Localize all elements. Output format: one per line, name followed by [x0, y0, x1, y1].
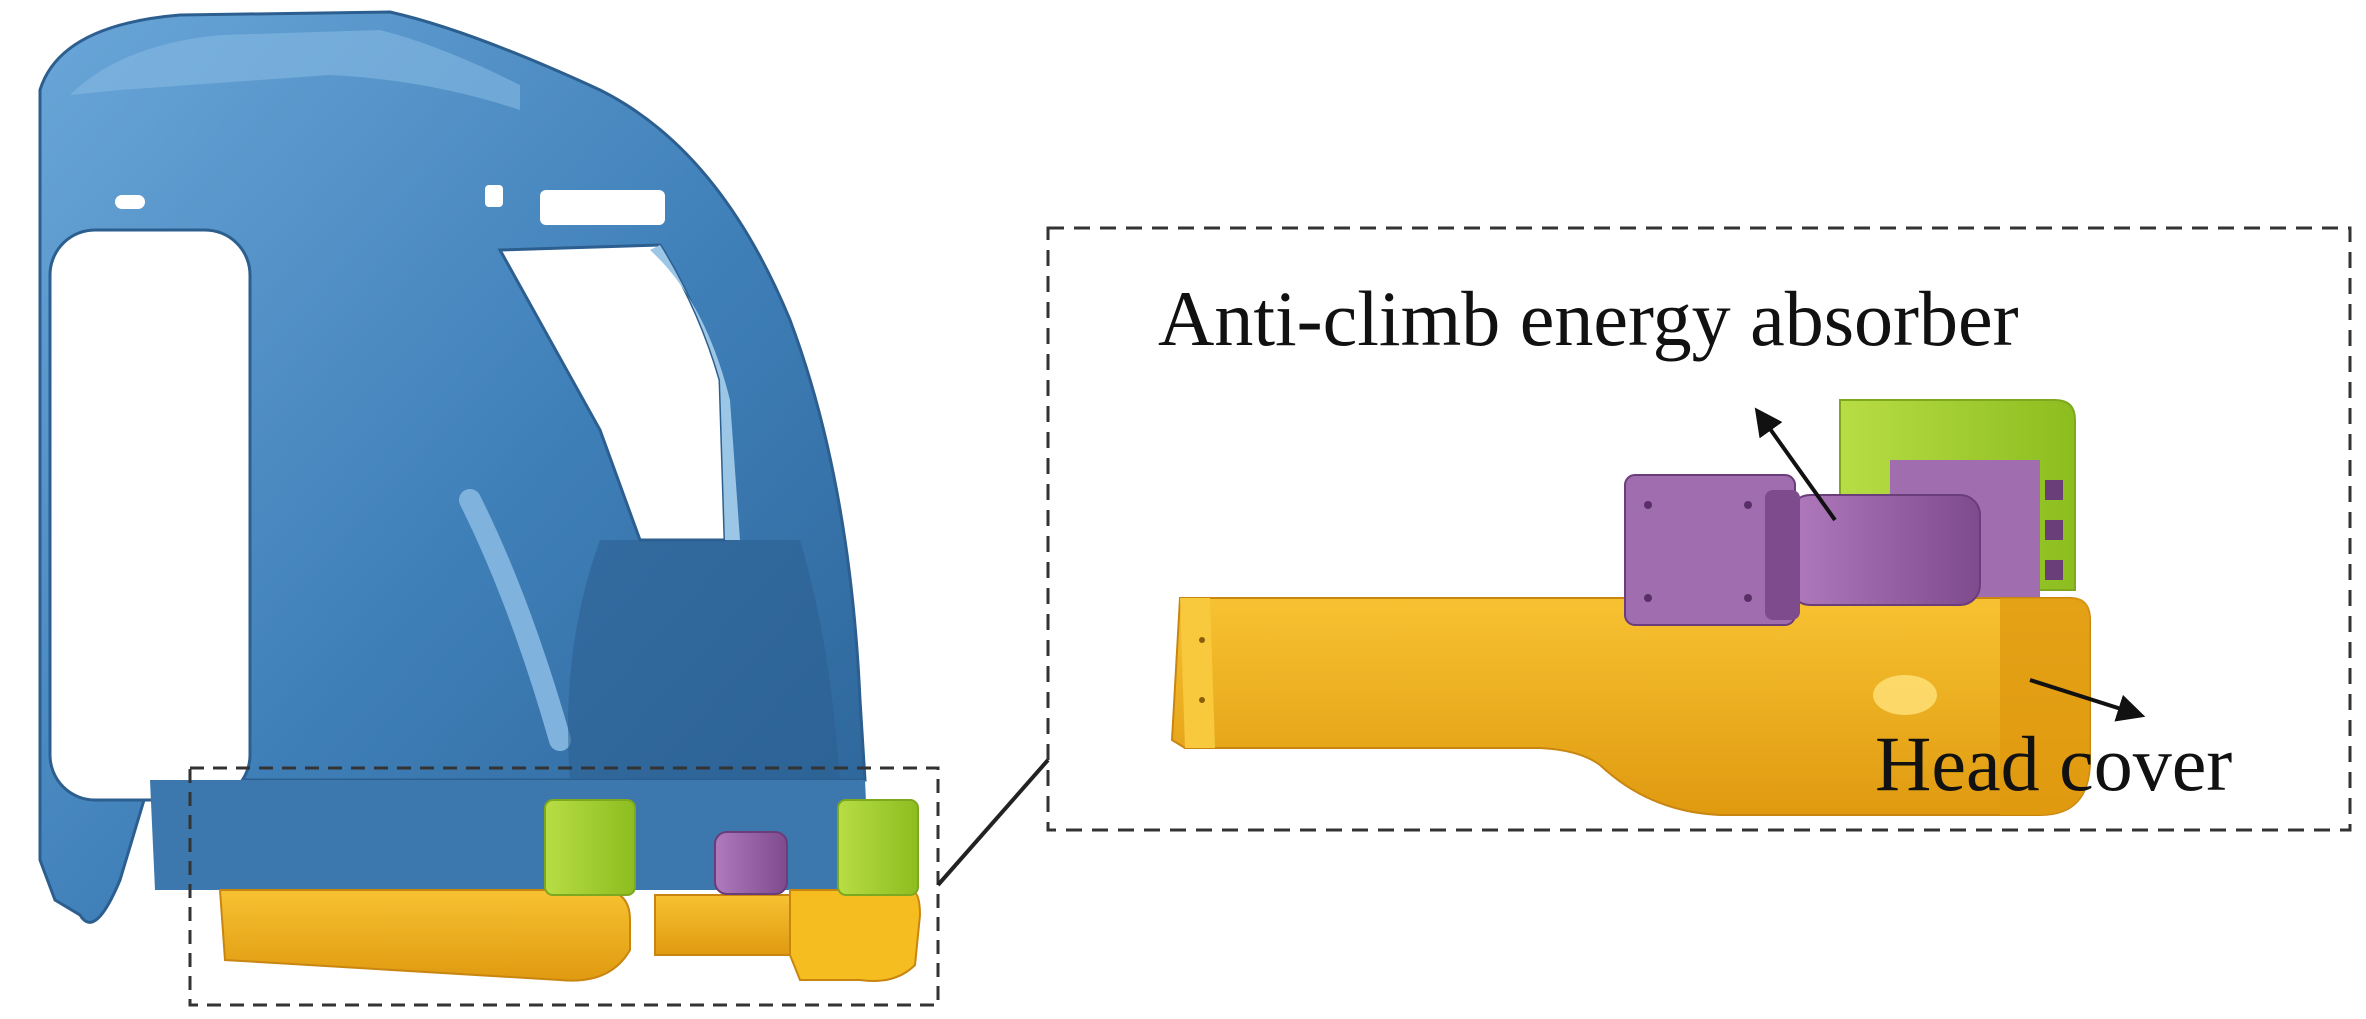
absorber-right-corner: [789, 889, 922, 982]
cab-groove: [459, 489, 571, 751]
bolt: [1744, 501, 1752, 509]
absorber-right: [654, 894, 801, 956]
roof-slot: [540, 190, 665, 225]
roof-slot: [485, 185, 503, 207]
head-cover-teeth: [2045, 480, 2063, 580]
head-cover-label: Head cover: [1875, 720, 2232, 807]
head-cover-end: [2000, 598, 2090, 815]
energy-absorber-front: [1180, 598, 1215, 748]
anti-climb-flange-edge: [1765, 490, 1800, 620]
bolt: [1644, 594, 1652, 602]
anti-climb-small: [714, 831, 788, 895]
detail-region-box: [188, 766, 940, 1007]
bolt: [1644, 501, 1652, 509]
bolt: [1199, 637, 1205, 643]
bolt: [1199, 697, 1205, 703]
head-cover-right-small: [837, 799, 919, 896]
arrow-icon: [2029, 678, 2146, 722]
highlight: [1873, 675, 1937, 715]
side-window: [48, 228, 252, 802]
anti-climb-cylinder: [1789, 494, 1981, 606]
detail-zoom-box: [1046, 226, 2352, 832]
arrow-icon: [1754, 407, 1837, 522]
cab-skirt: [150, 780, 870, 890]
connector-line: [936, 758, 1050, 887]
bolt: [1744, 594, 1752, 602]
zoomed-assembly: [1170, 399, 2091, 816]
anti-climb-label: Anti-climb energy absorber: [1158, 275, 2019, 362]
cab-lower-components: [218, 799, 922, 982]
cab-front-face: [568, 540, 840, 780]
absorber-left: [218, 889, 631, 982]
cab-roof-highlight: [70, 30, 520, 110]
head-cover-left-small: [544, 799, 636, 896]
train-cab: [38, 10, 870, 924]
roof-slot: [115, 195, 145, 209]
windshield-glass: [650, 245, 740, 540]
